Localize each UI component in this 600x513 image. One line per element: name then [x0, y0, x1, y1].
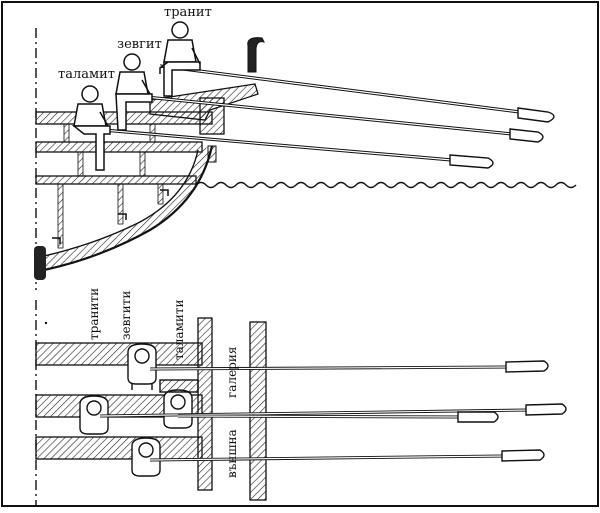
plan-rower-thranite [127, 343, 157, 390]
label-outside: външна [225, 429, 239, 478]
label-gallery: галерия [225, 347, 239, 398]
plan-oar-4 [149, 449, 545, 462]
label-zygite: зевгит [117, 37, 162, 52]
plan-oar-3 [177, 411, 499, 423]
label-thalamites: таламити [172, 299, 186, 360]
upper-oars [79, 64, 555, 169]
rower-thalamite-figure [71, 85, 111, 171]
plan-oar-2 [99, 403, 567, 418]
plan-rower-thalamite [159, 379, 199, 429]
label-thalamite: таламит [58, 67, 115, 82]
plan-oar-1 [149, 360, 549, 373]
plan-rower-zygite [79, 395, 109, 435]
rower-thranite-figure [159, 21, 201, 97]
thalamite-oar [79, 126, 494, 169]
label-thranites: транити [87, 288, 101, 340]
plan-rower-fourth [131, 437, 161, 477]
plan-view [35, 300, 267, 506]
waterline [195, 181, 577, 189]
plan-oars [99, 360, 567, 462]
rower-zygite-figure [115, 53, 153, 131]
thranite-oar [159, 64, 555, 123]
label-thranite: транит [164, 5, 212, 20]
zygite-oar [115, 92, 544, 143]
label-zygites: зевгити [119, 291, 133, 340]
